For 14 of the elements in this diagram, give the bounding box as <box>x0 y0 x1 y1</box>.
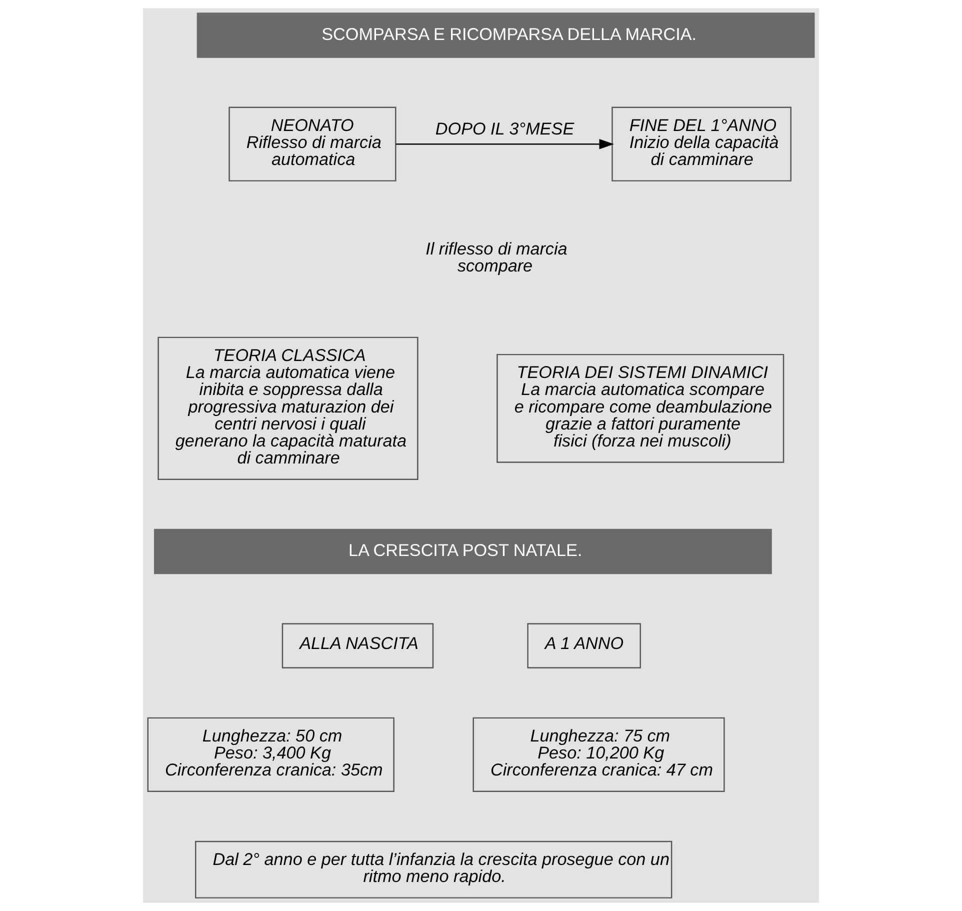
node-box: TEORIA CLASSICA La marcia automatica viene inibita e soppressa dalla progressiva maturazion dei centri nervosi i quali generano la capacità maturata di camminare <box>158 336 418 480</box>
arrow <box>396 138 614 150</box>
label: Il riflesso di marcia scompare <box>426 239 568 276</box>
edge-label: DOPO IL 3°MESE <box>435 120 574 139</box>
node-box: SCOMPARSA E RICOMPARSA DELLA MARCIA. <box>196 12 815 58</box>
node-box: NEONATO Riflesso di marcia automatica <box>228 106 396 182</box>
node-box: ALLA NASCITA <box>282 623 434 668</box>
node-box: Dal 2° anno e per tutta l’infanzia la crescita prosegue con un ritmo meno rapido. <box>195 840 672 898</box>
node-box: Lunghezza: 50 cm Peso: 3,400 Kg Circonferenza cranica: 35cm <box>147 717 394 792</box>
node-box: Lunghezza: 75 cm Peso: 10,200 Kg Circonferenza cranica: 47 cm <box>472 717 725 792</box>
node-box: FINE DEL 1°ANNO Inizio della capacità di camminare <box>612 106 792 182</box>
node-box: A 1 ANNO <box>527 623 641 668</box>
node-box: TEORIA DEI SISTEMI DINAMICI La marcia automatica scompare e ricompare come deambulazione grazie a fattori puramente fisici (forza nei muscoli) <box>496 354 784 463</box>
node-box: LA CRESCITA POST NATALE. <box>154 528 772 574</box>
